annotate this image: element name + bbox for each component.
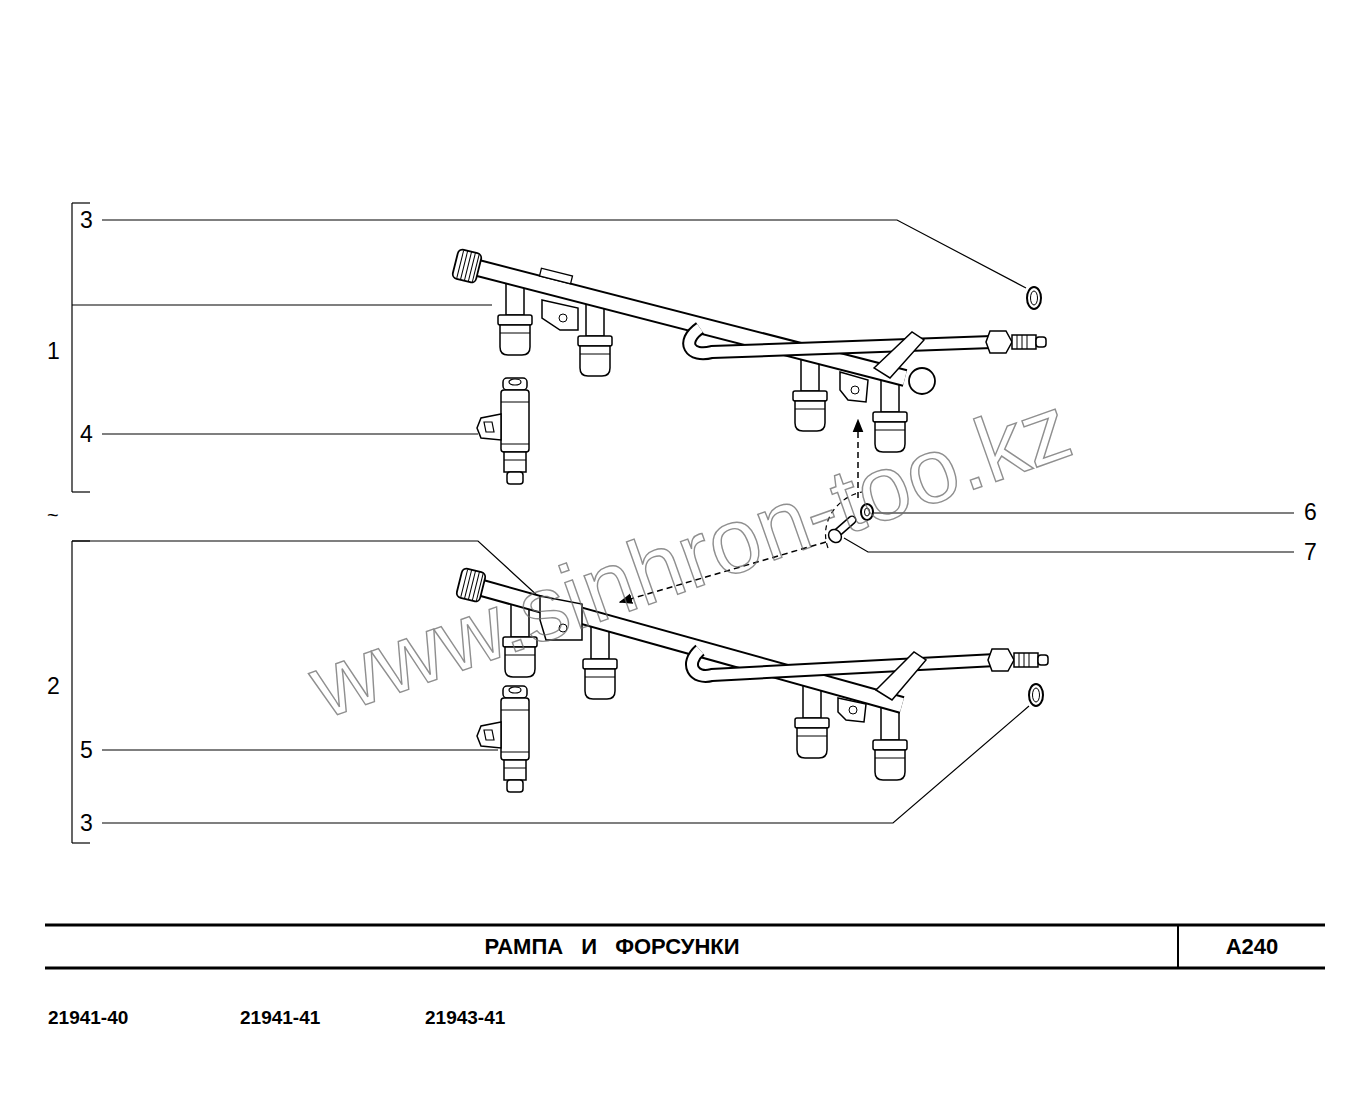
callout-number: 5 (80, 739, 93, 762)
callout-number: 6 (1304, 501, 1317, 524)
callout-number: 7 (1304, 541, 1317, 564)
model-code: 21941-41 (240, 1008, 320, 1027)
sheet-title: РАМПА И ФОРСУНКИ (484, 936, 739, 958)
model-code: 21943-41 (425, 1008, 505, 1027)
callout-tilde: ~ (47, 505, 59, 525)
title-frame (45, 925, 1325, 968)
model-code: 21941-40 (48, 1008, 128, 1027)
sheet-code: A240 (1226, 936, 1279, 958)
callout-number: 4 (80, 423, 93, 446)
callout-number: 3 (80, 812, 93, 835)
leader-lines (72, 203, 1294, 843)
callout-number: 2 (47, 675, 60, 698)
watermark: www.sinhron-too.kz (299, 380, 1082, 733)
callout-number: 1 (47, 340, 60, 363)
callout-number: 3 (80, 209, 93, 232)
